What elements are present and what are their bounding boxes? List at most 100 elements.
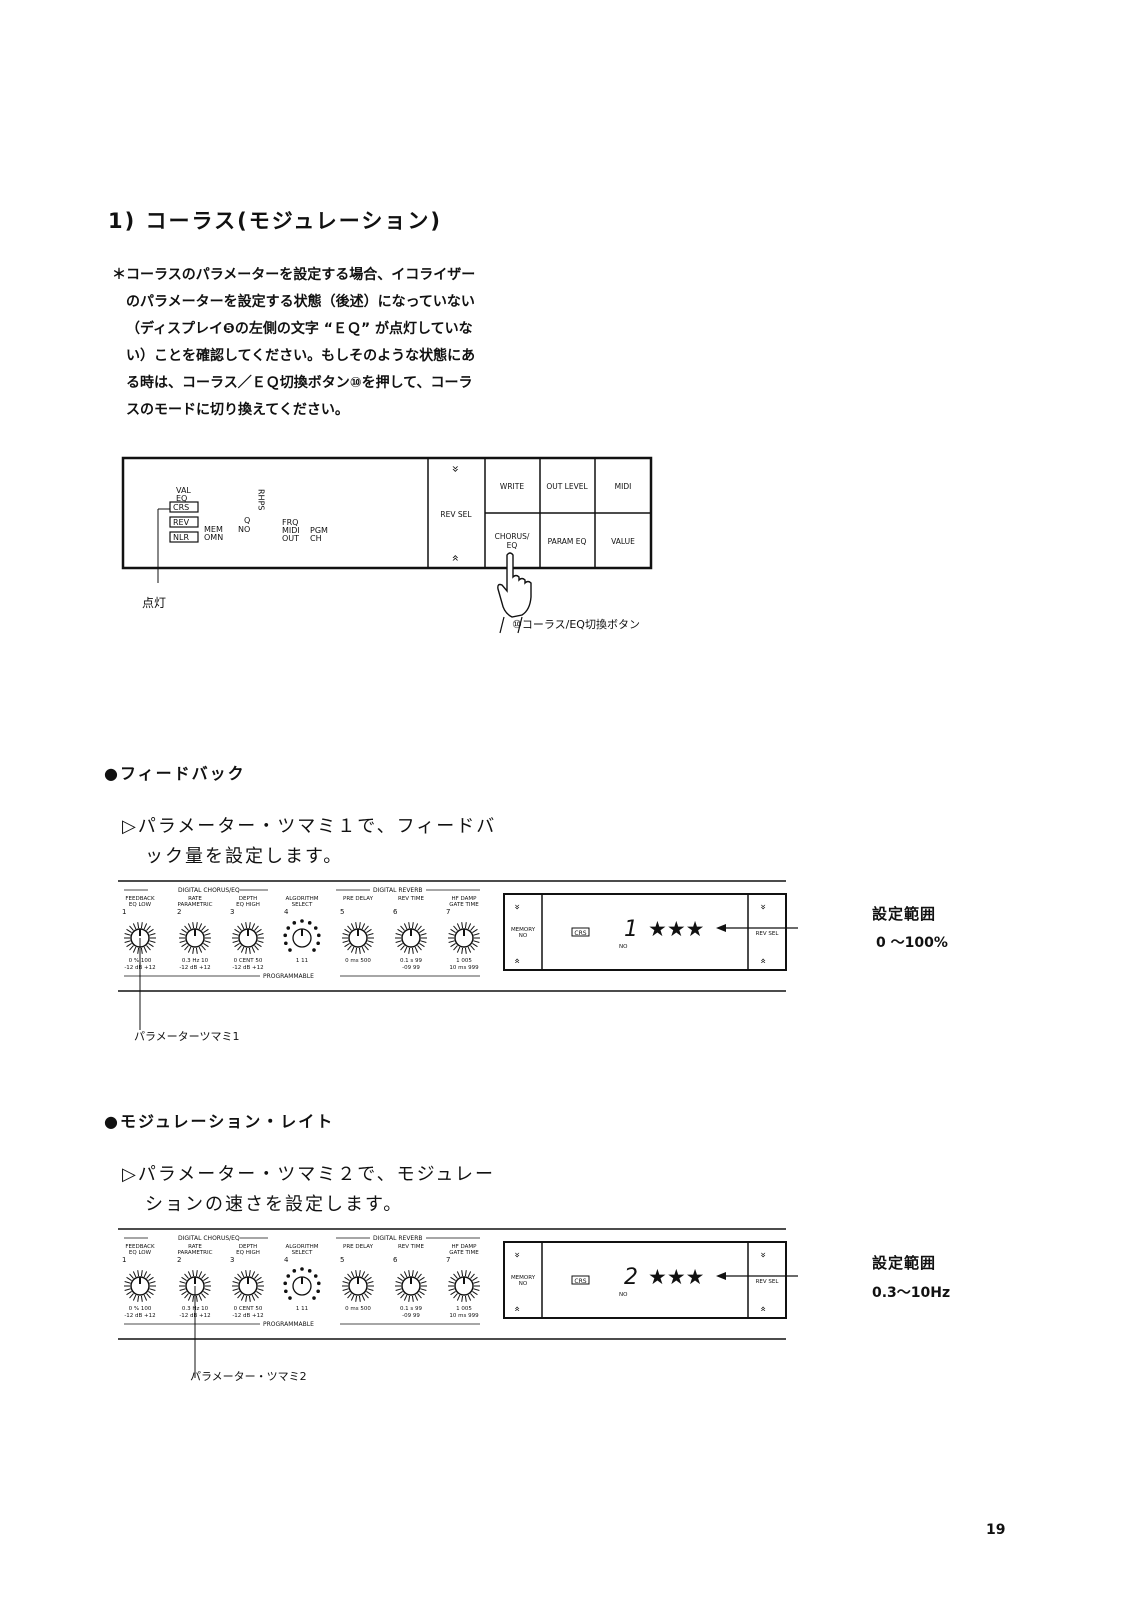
knob-number: 2 (177, 908, 181, 916)
arrow-left-icon (716, 924, 726, 932)
knob-scale: 0.3 Hz 10 (182, 958, 209, 964)
knob-number: 4 (284, 908, 289, 916)
page-number: 19 (986, 1522, 1006, 1538)
indicator-nlr: NLR (173, 533, 189, 542)
knob-scale-secondary: 10 ms 999 (449, 965, 479, 971)
knob-scale-secondary: 10 ms 999 (449, 1313, 479, 1319)
crs-indicator: CRS (574, 1278, 586, 1285)
memory-no-label: NO (519, 933, 528, 939)
indicator-val: VAL (176, 486, 191, 495)
knob-number: 7 (446, 1256, 450, 1264)
value-button[interactable]: VALUE (611, 537, 635, 546)
rev-sel-button[interactable]: REV SEL (756, 931, 780, 937)
rev-sel-up-button[interactable]: « (758, 904, 769, 910)
knob-label: PRE DELAY (343, 1244, 374, 1250)
feedback-range-value: 0 〜100% (876, 935, 948, 951)
lit-callout: 点灯 (142, 596, 166, 610)
chorus-eq-button[interactable]: CHORUS/ (495, 532, 530, 541)
programmable-label: PROGRAMMABLE (263, 1321, 314, 1328)
knob-number: 5 (340, 1256, 344, 1264)
knob-label: PRE DELAY (343, 896, 374, 902)
midi-button[interactable]: MIDI (615, 482, 632, 491)
memory-down-button[interactable]: » (512, 958, 523, 964)
knob-number: 1 (122, 1256, 126, 1264)
memory-no-label: NO (519, 1281, 528, 1287)
note-line-6: スのモードに切り換えてください。 (126, 402, 349, 418)
display-stars: ★★★ (648, 1265, 704, 1289)
feedback-range-label: 設定範囲 (872, 905, 937, 923)
parameter-knob-5[interactable]: PRE DELAY 5 0 ms 500 (340, 1244, 374, 1312)
display-digit: 2 (624, 1265, 638, 1290)
rev-sel-down-button[interactable]: » (448, 554, 462, 561)
knob-label: RATE (188, 1244, 202, 1250)
chorus-eq-button-callout: ⑩コーラス/EQ切換ボタン (512, 618, 640, 631)
knob-number: 4 (284, 1256, 289, 1264)
display-no-label: NO (619, 1292, 628, 1298)
arrow-left-icon (716, 1272, 726, 1280)
indicator-out: OUT (282, 534, 299, 543)
rev-sel-up-button[interactable]: « (448, 465, 462, 472)
memory-up-button[interactable]: « (512, 1252, 523, 1258)
knob-scale-secondary: -09 99 (402, 1313, 420, 1319)
chorus-eq-button-line2: EQ (507, 541, 518, 550)
knob-scale-secondary: -12 dB +12 (124, 1313, 155, 1319)
rev-sel-button[interactable]: REV SEL (756, 1279, 780, 1285)
feedback-heading: ●フィードバック (104, 764, 246, 783)
knob-sublabel: EQ HIGH (236, 902, 260, 908)
indicator-eq: EQ (176, 494, 187, 503)
memory-no-button[interactable]: MEMORY (511, 1275, 536, 1281)
knob-scale: 0 ms 500 (345, 958, 371, 964)
modulation-heading: ●モジュレーション・レイト (104, 1112, 335, 1131)
feedback-knob-callout: パラメーターツマミ1 (134, 1030, 240, 1043)
setup-note: ＊コーラスのパラメーターを設定する場合、イコライザー のパラメーターを設定する状… (112, 262, 532, 424)
knob-scale: 0 CENT 50 (234, 1306, 263, 1312)
indicator-pgm: PGM (310, 526, 328, 535)
memory-down-button[interactable]: » (512, 1306, 523, 1312)
rev-sel-button[interactable]: REV SEL (440, 510, 472, 519)
indicator-rhps: RHPS (257, 489, 266, 510)
write-button[interactable]: WRITE (500, 482, 524, 491)
note-line-1: ＊コーラスのパラメーターを設定する場合、イコライザー (112, 267, 476, 283)
display-frame (503, 1241, 787, 1319)
indicator-no: NO (238, 525, 250, 534)
knob-label: HF DAMP (451, 1244, 477, 1250)
param-eq-button[interactable]: PARAM EQ (548, 537, 587, 546)
memory-no-button[interactable]: MEMORY (511, 927, 536, 933)
knob-label: FEEDBACK (125, 1244, 155, 1250)
knob-scale: 0 CENT 50 (234, 958, 263, 964)
group-title-chorus: DIGITAL CHORUS/EQ (178, 1235, 240, 1242)
parameter-knob-5[interactable]: PRE DELAY 5 0 ms 500 (340, 896, 374, 964)
knob-number: 5 (340, 908, 344, 916)
indicator-omn: OMN (204, 533, 223, 542)
rev-sel-down-button[interactable]: » (758, 958, 769, 964)
knob-scale: 0.1 s 99 (400, 958, 423, 964)
out-level-button[interactable]: OUT LEVEL (546, 482, 588, 491)
indicator-ch: CH (310, 534, 322, 543)
note-line-3: （ディスプレイ❺の左側の文字 “ＥＱ” が点灯していな (126, 321, 473, 337)
knob-sublabel: PARAMETRIC (178, 1250, 213, 1256)
indicator-crs: CRS (173, 503, 189, 512)
note-line-4: い）ことを確認してください。もしそのような状態にあ (126, 348, 476, 364)
knob-label: HF DAMP (451, 896, 477, 902)
pointing-hand-icon (497, 552, 532, 634)
knob-scale-secondary: -12 dB +12 (232, 965, 263, 971)
memory-up-button[interactable]: « (512, 904, 523, 910)
knob-sublabel: SELECT (292, 902, 313, 908)
display-digit: 1 (624, 917, 638, 942)
rev-sel-down-button[interactable]: » (758, 1306, 769, 1312)
knob-label: REV TIME (398, 1244, 425, 1250)
modulation-range-label: 設定範囲 (872, 1254, 937, 1272)
rev-sel-up-button[interactable]: « (758, 1252, 769, 1258)
knob-scale: 0 ms 500 (345, 1306, 371, 1312)
